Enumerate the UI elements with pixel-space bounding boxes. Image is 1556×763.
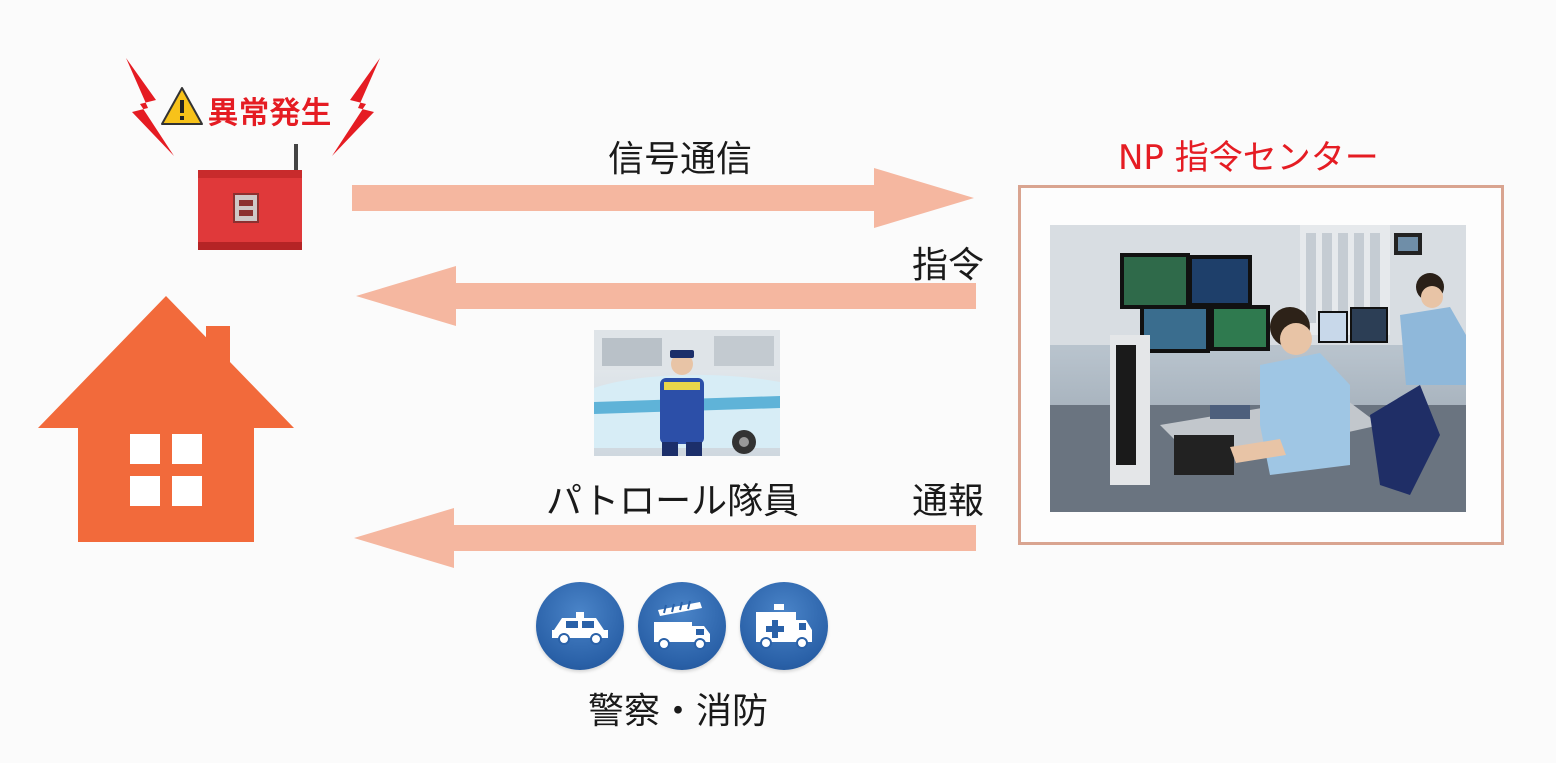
emergency-label: 警察・消防	[588, 691, 769, 732]
dispatch-center-photo	[1050, 225, 1466, 512]
house-icon	[38, 296, 294, 542]
report-arrow	[354, 508, 976, 568]
patrol-label: パトロール隊員	[546, 481, 800, 522]
alarm-device-icon	[198, 144, 302, 250]
ambulance-icon	[740, 582, 828, 670]
signal-arrow	[352, 168, 974, 228]
police-car-icon	[536, 582, 624, 670]
center-title: NP 指令センター	[1118, 138, 1379, 178]
report-label: 通報	[912, 481, 985, 522]
command-label: 指令	[912, 245, 985, 286]
command-arrow	[356, 266, 976, 326]
fire-truck-icon	[638, 582, 726, 670]
patrol-officer-photo	[594, 330, 780, 456]
warning-icon	[161, 87, 203, 125]
lightning-left-icon	[126, 58, 174, 156]
alert-label: 異常発生	[208, 96, 332, 131]
signal-label: 信号通信	[608, 139, 753, 180]
lightning-right-icon	[332, 58, 380, 156]
